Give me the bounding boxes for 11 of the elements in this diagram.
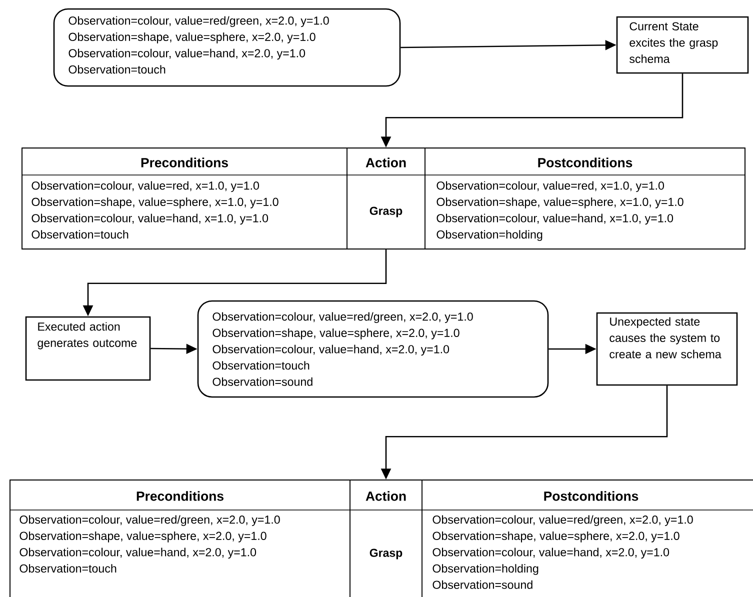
table-column: Preconditions Observation=colour, value=red/green, x=2.0, y=1.0 Observation=shape, value=sphere, x=2.0, y=1.0 Observation=colour, value=hand, x=2.0, y=1.0 Observation=touch: [10, 480, 350, 597]
table-column: Preconditions Observation=colour, value=red, x=1.0, y=1.0 Observation=shape, value=sphere, x=1.0, y=1.0 Observation=colour, value=hand, x=1.0, y=1.0 Observation=touch: [22, 148, 348, 250]
table-column: Postconditions Observation=colour, value=red, x=1.0, y=1.0 Observation=shape, value=sphere, x=1.0, y=1.0 Observation=colour, value=hand, x=1.0, y=1.0 Observation=holding: [424, 148, 746, 250]
table-column: Action Grasp: [350, 480, 422, 597]
process-box: Current State excites the grasp schema: [616, 16, 749, 74]
process-box: Executed action generates outcome: [25, 316, 151, 381]
rounded-text-box: Observation=colour, value=red/green, x=2.0, y=1.0 Observation=shape, value=sphere, x=2.0, y=1.0 Observation=colour, value=hand, x=2.0, y=1.0 Observation=touch: [53, 8, 401, 87]
process-box: Unexpected state causes the system to create a new schema: [596, 312, 738, 386]
table-column: Action Grasp: [346, 148, 426, 250]
rounded-text-box: Observation=colour, value=red/green, x=2.0, y=1.0 Observation=shape, value=sphere, x=2.0, y=1.0 Observation=colour, value=hand, x=2.0, y=1.0 Observation=touch Observation=sound: [197, 300, 549, 398]
table-column: Postconditions Observation=colour, value=red/green, x=2.0, y=1.0 Observation=shape, value=sphere, x=2.0, y=1.0 Observation=colour, value=hand, x=2.0, y=1.0 Observation=holding Observation=sound: [422, 480, 753, 597]
